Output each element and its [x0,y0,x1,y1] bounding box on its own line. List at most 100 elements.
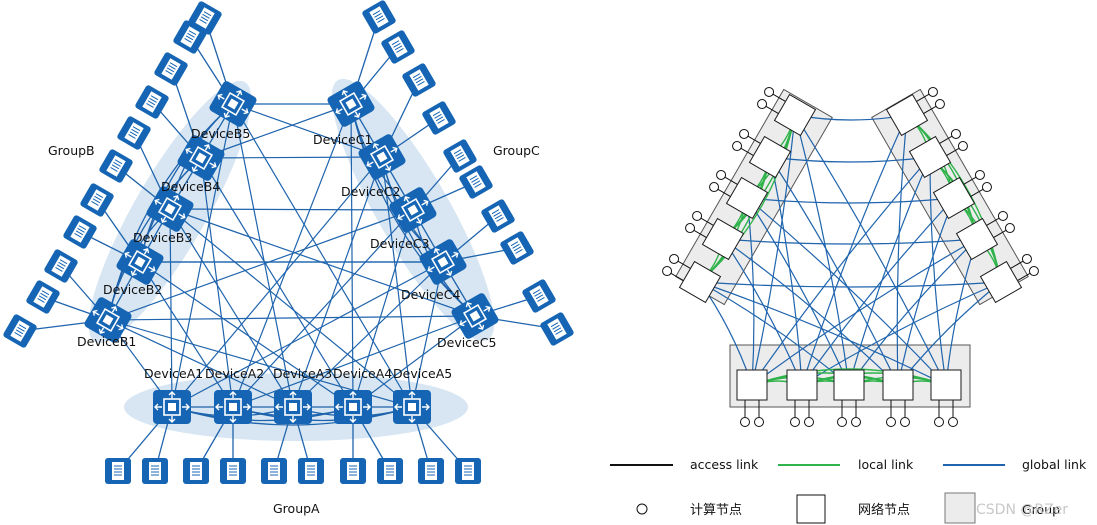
access-link [717,188,731,197]
compute-node [692,210,703,221]
server-icon [400,61,438,99]
global-link [929,156,947,386]
server-icon [297,457,325,485]
access-link [993,229,1007,238]
access-link [963,176,977,185]
compute-node [709,182,720,193]
access-link [693,229,707,238]
global-link [107,315,476,321]
access-link [1010,260,1024,269]
server-icon [538,310,576,348]
access-link [677,260,691,269]
global-link [200,157,354,408]
switch-icon [213,389,253,425]
compute-node [790,417,800,427]
device-label: DeviceB5 [191,126,250,141]
server-icon [339,457,367,485]
compute-node [685,223,696,234]
server-icon [61,213,99,251]
compute-node [716,169,727,180]
server-icon [42,247,80,285]
global-link [232,103,413,408]
device-label: DeviceC1 [313,132,372,147]
global-link [699,281,850,386]
server-icon [1,312,39,350]
global-link [751,238,978,386]
compute-node [957,141,968,152]
global-link [746,197,850,386]
global-link [746,197,955,204]
access-link [740,147,754,156]
access-link [986,217,1000,226]
legend: access link local link global link 计算节点 … [610,457,1087,524]
switch-icon [392,389,432,425]
legend-group-label: Group [1022,502,1060,517]
server-icon [379,28,417,66]
global-link [352,209,414,408]
compute-node [950,128,961,139]
compute-node [927,86,938,97]
global-link [169,208,476,317]
compute-node [934,417,944,427]
network-node [930,369,962,401]
compute-node [662,266,673,277]
global-link [746,197,947,386]
compute-node [948,417,958,427]
global-link [350,103,354,408]
group-label-a: GroupA [273,501,320,516]
legend-network-label: 网络节点 [858,502,910,518]
compute-node [739,128,750,139]
global-link [232,209,414,408]
device-label: DeviceA1 [144,366,203,381]
global-link [107,319,294,408]
server-icon [479,197,517,235]
access-link [670,272,684,281]
access-link [765,105,779,114]
server-icon [219,457,247,485]
access-link [946,147,960,156]
global-link [232,315,476,408]
access-link [1017,272,1031,281]
global-link [169,208,413,408]
compute-node [886,417,896,427]
global-link [411,261,444,408]
access-link [700,217,714,226]
network-node [736,369,768,401]
global-link [169,208,294,408]
global-link [896,114,908,386]
access-link [772,93,786,102]
device-label: DeviceA3 [273,366,332,381]
global-link [801,114,908,386]
global-link [801,281,1002,386]
compute-node [934,99,945,110]
server-icon [360,0,398,36]
access-link [970,188,984,197]
switch-icon [273,389,313,425]
server-icon [182,457,210,485]
compute-node [754,417,764,427]
global-link [769,156,931,163]
server-icon [24,278,62,316]
right-topology [662,86,1039,427]
network-nodes [662,86,1039,427]
legend-global-label: global link [1022,457,1087,472]
global-link [722,238,803,386]
global-link [232,103,294,408]
network-node [833,369,865,401]
access-link [747,135,761,144]
compute-node [900,417,910,427]
global-link [722,238,899,386]
global-link [751,114,796,386]
server-icon [457,163,495,201]
global-link [848,238,978,386]
device-label: DeviceC3 [370,236,429,251]
global-link [232,103,383,158]
compute-node [804,417,814,427]
global-link [200,157,234,408]
compute-node [1028,266,1039,277]
network-node [882,369,914,401]
switch-icon [152,389,192,425]
